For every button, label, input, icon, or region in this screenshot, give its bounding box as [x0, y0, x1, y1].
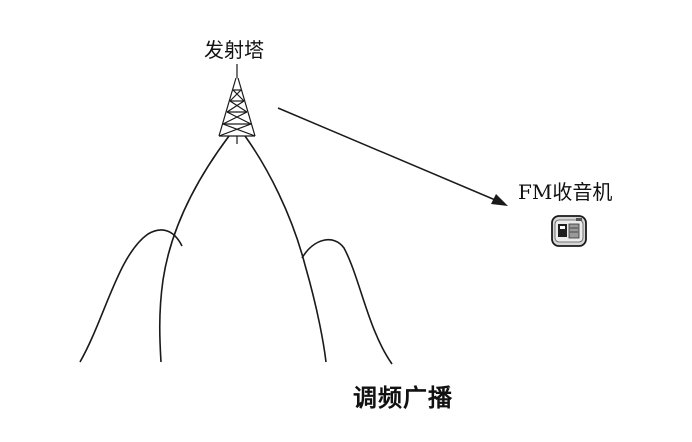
- signal-arrow-line: [277, 107, 501, 203]
- tower-label: 发射塔: [204, 38, 264, 62]
- transmission-tower-icon: [218, 64, 256, 144]
- diagram-caption: 调频广播: [353, 384, 453, 412]
- right-mountain-hump: [301, 238, 393, 365]
- receiver-label: FM收音机: [518, 180, 613, 204]
- central-peak-left: [158, 135, 230, 363]
- radio-receiver-icon: [551, 215, 587, 247]
- central-peak-right: [244, 135, 327, 363]
- left-mountain-hump: [79, 229, 183, 363]
- signal-arrow-head: [491, 194, 508, 206]
